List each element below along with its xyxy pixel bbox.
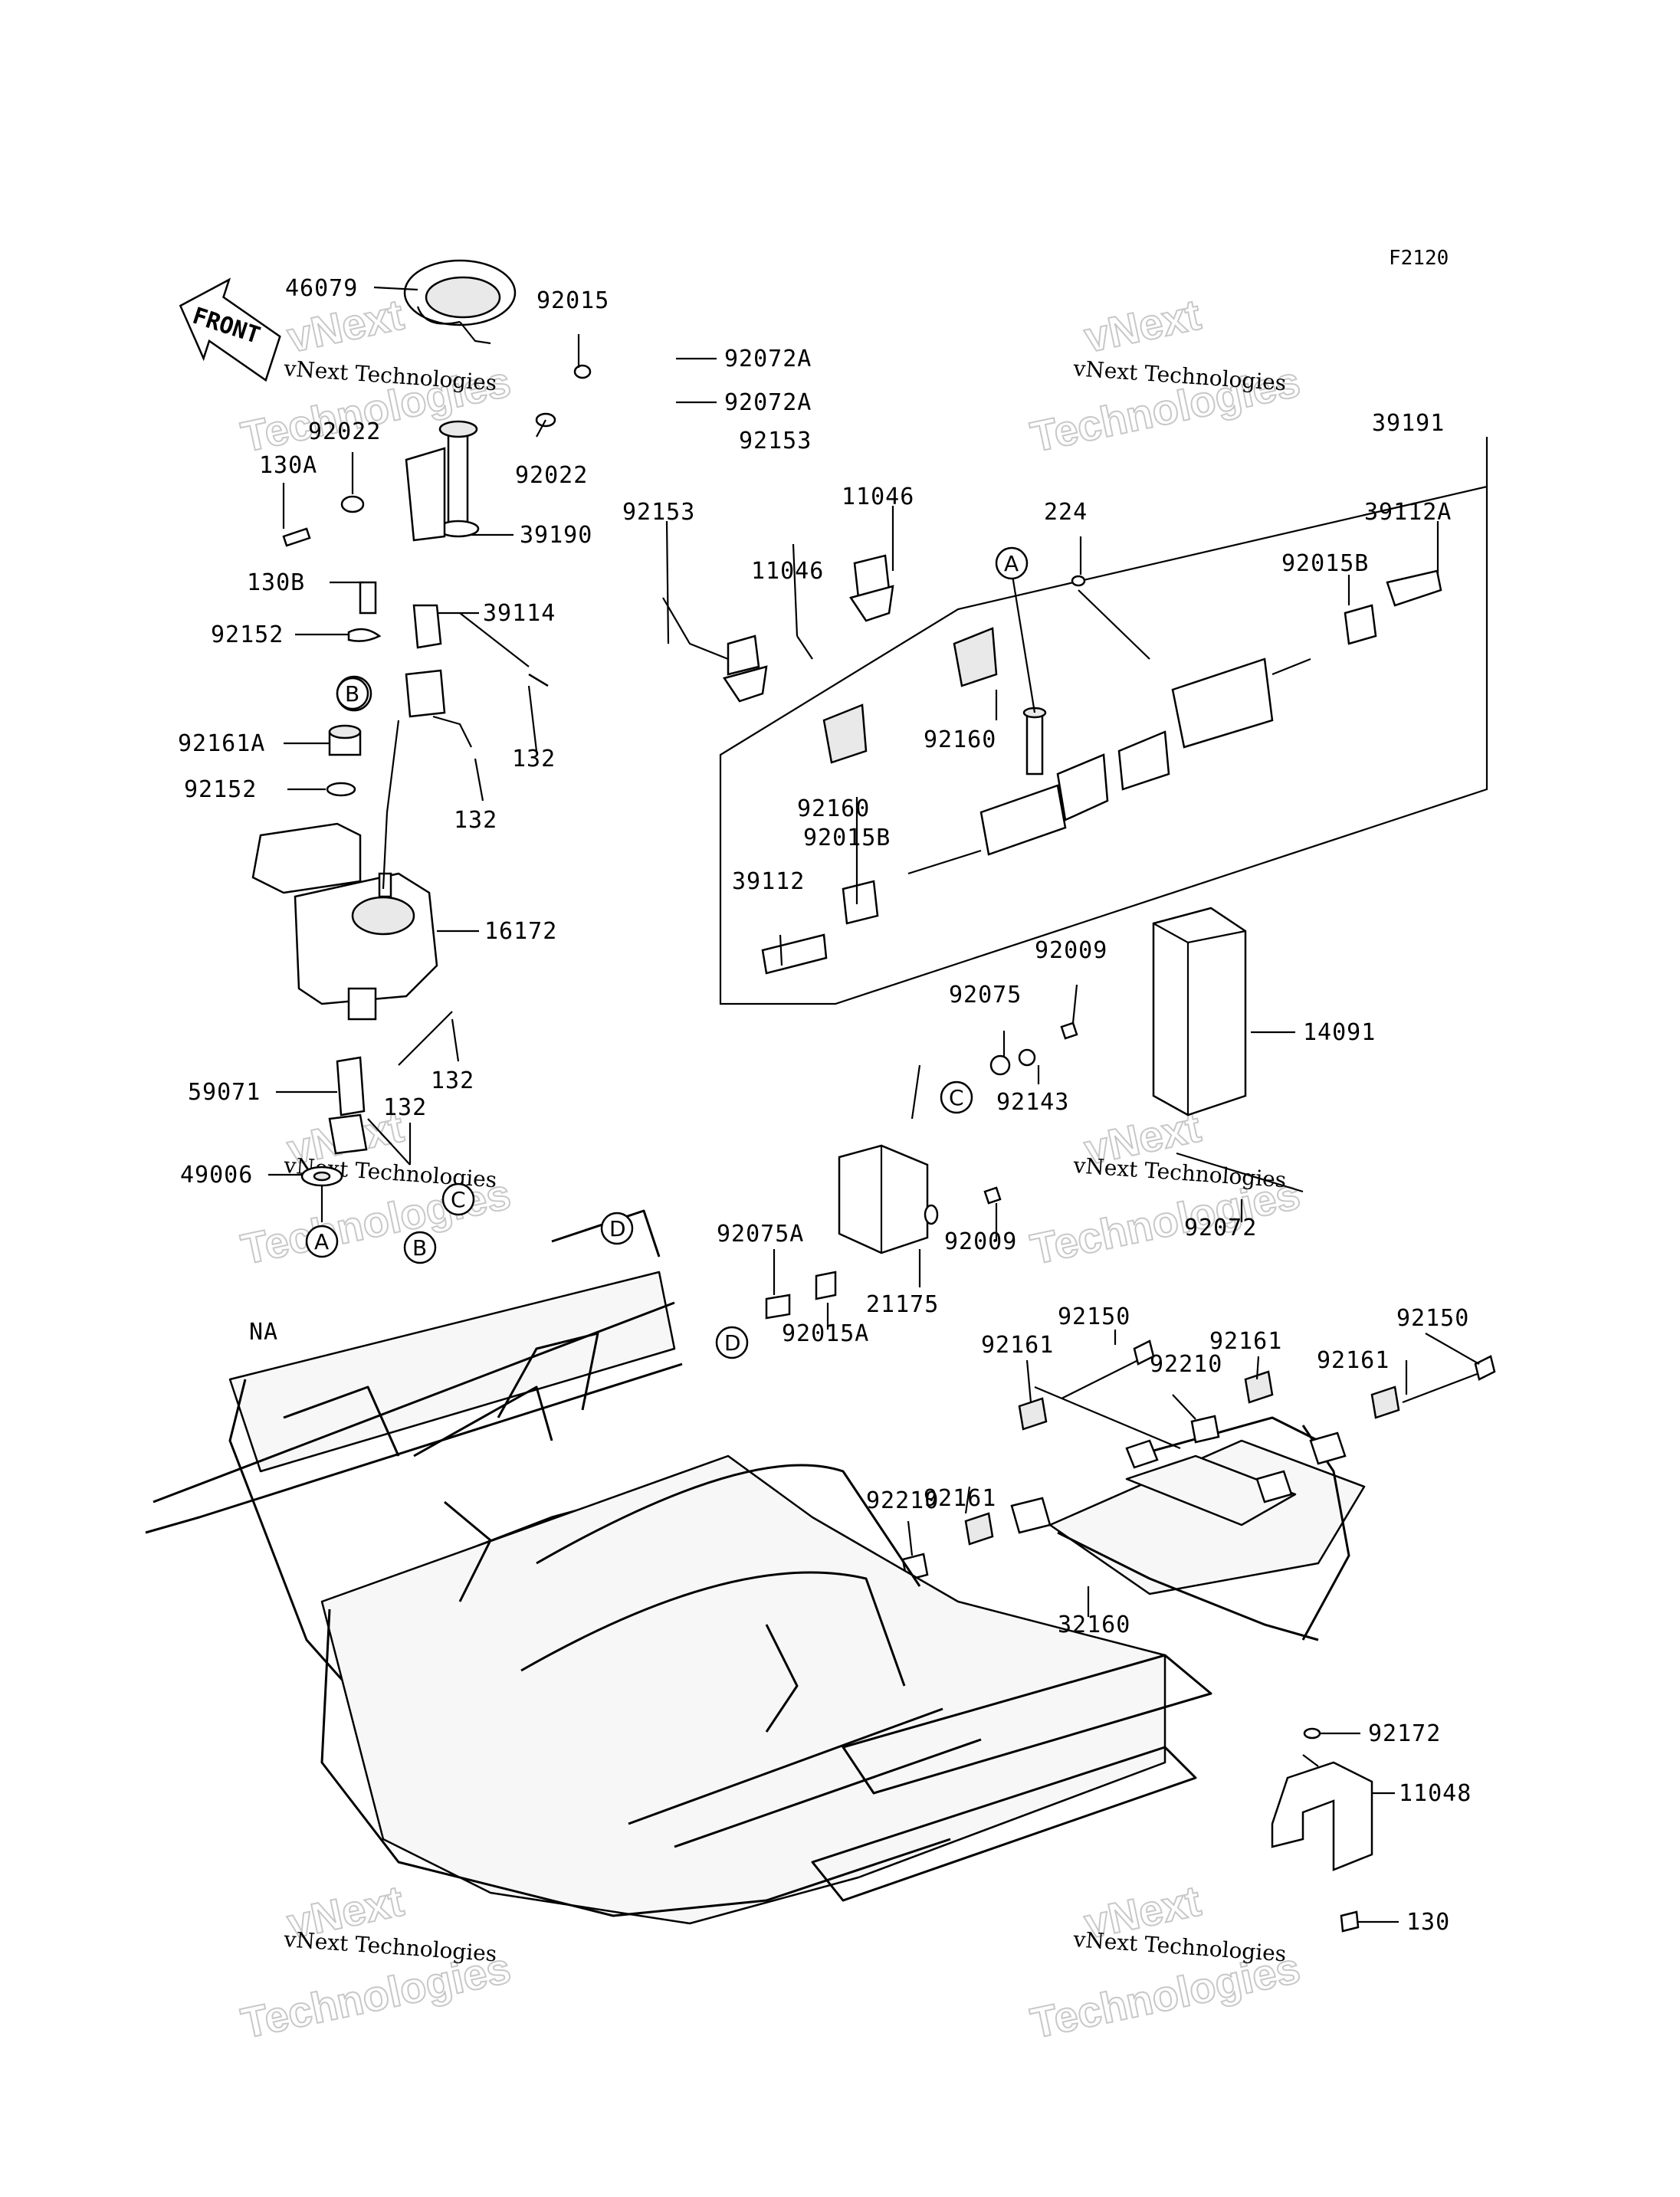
- part-label: 92075: [949, 982, 1022, 1008]
- part-label: 92015A: [782, 1320, 869, 1347]
- part-label: 92072: [1184, 1215, 1257, 1241]
- nut-92015-icon: [573, 364, 592, 379]
- ref-marker-a: A: [305, 1225, 339, 1258]
- part-label: 21175: [866, 1291, 939, 1318]
- part-label: 130: [1406, 1909, 1450, 1936]
- svg-text:B: B: [412, 1235, 427, 1261]
- ref-marker-b: B: [336, 677, 369, 710]
- watermark-bottom-right: vNext Technologies vNext Technologies: [1025, 1875, 1304, 2048]
- rack-assembly: [719, 485, 1488, 1005]
- part-label: 92153: [622, 499, 695, 526]
- watermark-mid-right: vNext Technologies vNext Technologies: [1025, 1101, 1304, 1274]
- part-label: 92152: [211, 621, 284, 648]
- leader-lines: [268, 286, 1488, 1923]
- svg-text:A: A: [314, 1229, 329, 1254]
- part-label: 92150: [1058, 1303, 1130, 1330]
- watermark-small: vNext Technologies: [1072, 1153, 1288, 1192]
- part-label: 92161: [981, 1332, 1054, 1359]
- bracket-11048: [1271, 1727, 1373, 1933]
- part-label: 92161: [1209, 1328, 1282, 1355]
- part-label: 39191: [1372, 410, 1445, 437]
- part-label: 39112A: [1364, 499, 1452, 526]
- svg-text:C: C: [949, 1085, 964, 1110]
- a-arm-assembly: [901, 1340, 1496, 1641]
- svg-text:D: D: [609, 1216, 626, 1241]
- part-label: 11046: [842, 484, 914, 510]
- part-label: 92009: [1035, 937, 1107, 964]
- part-label: 92160: [797, 795, 870, 822]
- part-label: 92150: [1396, 1305, 1469, 1332]
- part-label: 92161: [924, 1485, 996, 1512]
- ref-marker-d: D: [600, 1212, 634, 1245]
- svg-text:C: C: [451, 1187, 466, 1212]
- ref-marker-b: B: [403, 1231, 437, 1264]
- part-label: 92015: [536, 287, 609, 314]
- part-label: NA: [249, 1319, 278, 1346]
- part-label: 92210: [866, 1487, 939, 1514]
- part-label: 92143: [996, 1089, 1069, 1116]
- part-label: 92160: [924, 726, 996, 753]
- part-label: 130B: [247, 569, 305, 596]
- part-label: 92022: [308, 418, 381, 445]
- part-label: 92015B: [1281, 550, 1369, 577]
- part-label: 32160: [1058, 1612, 1130, 1638]
- control-unit-21175: [765, 1021, 1078, 1320]
- part-label: 92172: [1368, 1720, 1441, 1747]
- watermark-small: vNext Technologies: [283, 1926, 498, 1966]
- watermark-bottom-left: vNext Technologies vNext Technologies: [236, 1875, 515, 2048]
- part-labels: 46079 92015 92072A 92072A 92022 130A 920…: [178, 275, 1472, 1936]
- part-label: 46079: [285, 275, 358, 302]
- part-label: 39114: [483, 600, 556, 627]
- part-label: 92161: [1317, 1347, 1390, 1374]
- ref-marker-d: D: [715, 1326, 749, 1359]
- steering-column-assembly: [251, 259, 592, 1187]
- part-label: 92153: [739, 428, 812, 454]
- part-label: 92022: [515, 462, 588, 489]
- ref-marker-c: C: [940, 1080, 973, 1114]
- ref-marker-a: A: [995, 546, 1029, 580]
- box-14091: [1152, 907, 1304, 1193]
- part-label: 92075A: [717, 1221, 804, 1248]
- front-arrow-icon: FRONT: [179, 277, 281, 382]
- watermark-top-right: vNext Technologies vNext Technologies: [1025, 289, 1304, 461]
- watermark-small: vNext Technologies: [1072, 1926, 1288, 1966]
- svg-text:B: B: [345, 681, 359, 707]
- part-label: 16172: [484, 918, 557, 945]
- part-label: 92009: [944, 1228, 1017, 1255]
- part-label: 132: [454, 807, 497, 834]
- part-label: 92152: [184, 776, 257, 803]
- part-label: 59071: [188, 1079, 261, 1106]
- vehicle-frame: [145, 1209, 1212, 1925]
- part-label: 39112: [732, 868, 805, 895]
- part-label: 132: [383, 1094, 427, 1121]
- part-label: 92015B: [803, 825, 891, 851]
- part-label: 92210: [1150, 1351, 1222, 1378]
- ref-marker-c: C: [441, 1182, 475, 1216]
- figure-code: F2120: [1389, 247, 1449, 270]
- part-label: 39190: [520, 522, 592, 549]
- part-label: 11046: [751, 558, 824, 585]
- part-label: 11048: [1399, 1780, 1472, 1807]
- svg-text:A: A: [1004, 551, 1019, 576]
- part-label: 92072A: [724, 346, 812, 372]
- part-label: 132: [431, 1067, 474, 1094]
- part-label: 130A: [259, 452, 317, 479]
- svg-text:D: D: [724, 1330, 741, 1356]
- part-label: 92161A: [178, 730, 265, 757]
- part-label: 224: [1044, 499, 1088, 526]
- reference-markers: A B C D A B C D: [305, 546, 1029, 1359]
- watermark-line1: vNext: [1080, 290, 1204, 361]
- part-label: 49006: [180, 1162, 253, 1189]
- part-label: 92072A: [724, 389, 812, 416]
- part-label: 14091: [1303, 1019, 1376, 1046]
- part-label: 132: [512, 746, 556, 772]
